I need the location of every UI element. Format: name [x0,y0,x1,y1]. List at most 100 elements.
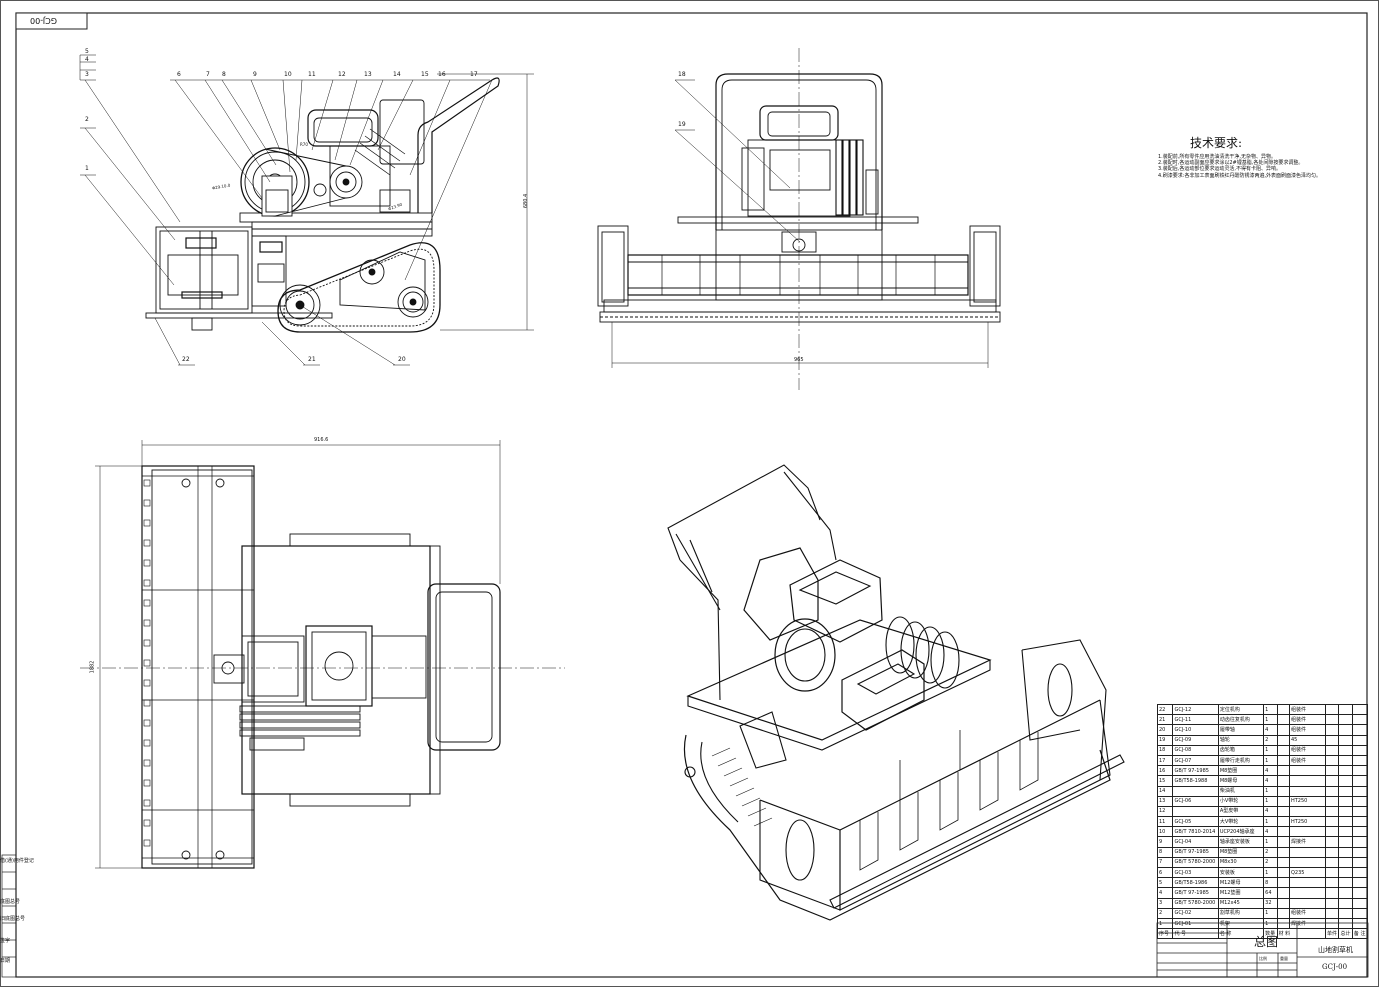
bom-cell: GCJ-12 [1172,703,1219,716]
bom-cell: M8垫圈 [1217,846,1265,858]
tech-requirement-4: 4.刷漆要求:各非加工表面刷铁红丹酚防锈漆两遍,外表面刷面漆色泽均匀。 [1158,172,1322,179]
side-label-2: 旧底图总号 [0,916,26,922]
bom-cell: GB/T58-1988 [1172,775,1219,787]
bom-cell [1351,887,1369,899]
bom-cell: 20 [1156,724,1174,736]
bom-cell [1325,897,1340,909]
bom-cell: 45 [1288,734,1327,746]
bom-cell: 4 [1263,805,1278,818]
bom-cell: 2 [1263,846,1278,858]
bom-cell [1276,795,1290,807]
inner-border [15,12,1368,978]
bom-cell: 1 [1263,917,1278,930]
bom-cell: GCJ-08 [1172,744,1219,756]
bom-cell [1338,836,1353,848]
bom-cell [1351,703,1369,716]
bom-cell: A型皮带 [1217,805,1265,818]
bom-cell [1338,897,1353,909]
bom-cell [1288,805,1327,818]
balloon-16: 16 [438,71,446,78]
bom-cell: 机架 [1217,917,1265,930]
bom-cell: 1 [1156,917,1174,930]
side-label-1: 借(通)用件登记 [0,858,34,864]
bom-cell: GCJ-10 [1172,724,1219,736]
bom-cell [1351,917,1369,930]
bom-cell: 组装件 [1288,754,1327,767]
bom-cell [1351,816,1369,828]
bom-cell: Q235 [1288,866,1327,879]
bom-cell [1288,897,1327,909]
balloon-7: 7 [206,71,210,78]
bom-cell [1325,826,1340,838]
bom-cell: 4 [1263,826,1278,838]
bom-cell: 组装件 [1288,703,1327,716]
bom-cell [1325,785,1340,797]
bom-cell: 1 [1263,744,1278,756]
bom-cell: 履带轴 [1217,724,1265,736]
balloon-1: 1 [85,165,89,172]
bom-header-cell: 单件 [1325,928,1340,940]
bom-cell [1325,703,1340,716]
bom-cell [1276,714,1290,726]
bom-cell [1276,897,1290,909]
bom-cell [1276,775,1290,787]
bom-cell [1276,866,1290,879]
tech-requirements-title: 技术要求: [1190,136,1243,150]
balloon-2: 2 [85,116,89,123]
bom-cell [1338,714,1353,726]
bom-cell: M8垫圈 [1217,765,1265,777]
bom-cell [1351,744,1369,756]
bom-cell [1338,816,1353,828]
bom-cell: 大V带轮 [1217,816,1265,828]
bom-cell: 4 [1263,724,1278,736]
bom-cell: GCJ-09 [1172,734,1219,746]
side-label-4: 签字 [0,938,11,944]
bom-cell [1338,734,1353,746]
bom-cell [1276,785,1290,797]
bom-cell [1325,887,1340,899]
bom-cell: 10 [1156,826,1174,838]
bom-cell: 1 [1263,907,1278,919]
bom-cell [1172,785,1219,797]
bom-cell [1351,866,1369,879]
bom-cell: 履带行走机构 [1217,754,1265,767]
bom-cell [1351,907,1369,919]
bom-cell [1276,907,1290,919]
bom-cell [1325,775,1340,787]
bom-cell: GCJ-03 [1172,866,1219,879]
bom-cell [1351,846,1369,858]
bom-cell [1338,846,1353,858]
bom-cell [1351,877,1369,889]
side-label-3: 底图总号 [0,899,21,905]
bom-header-cell: 代 号 [1172,928,1219,940]
bom-cell: 柴油机 [1217,785,1265,797]
bom-cell: GB/T 5780-2000 [1172,897,1219,909]
bom-cell [1288,877,1327,889]
bom-cell: GCJ-01 [1172,917,1219,930]
bom-cell [1338,887,1353,899]
bom-cell: 13 [1156,795,1174,807]
bom-cell: M12垫圈 [1217,887,1265,899]
bom-cell: 定位机构 [1217,703,1265,716]
bom-cell: M8x30 [1217,856,1265,869]
bom-cell: HT250 [1288,816,1327,828]
bom-cell [1338,917,1353,930]
bom-cell: 1 [1263,703,1278,716]
bom-cell: GCJ-02 [1172,907,1219,919]
balloon-4: 4 [85,56,89,63]
bom-cell: M8螺母 [1217,775,1265,787]
bom-cell [1276,836,1290,848]
balloon-5: 5 [85,48,89,55]
code-tab-frame [15,12,88,30]
balloon-20: 20 [398,356,406,363]
bom-header-cell: 材 料 [1276,928,1327,940]
